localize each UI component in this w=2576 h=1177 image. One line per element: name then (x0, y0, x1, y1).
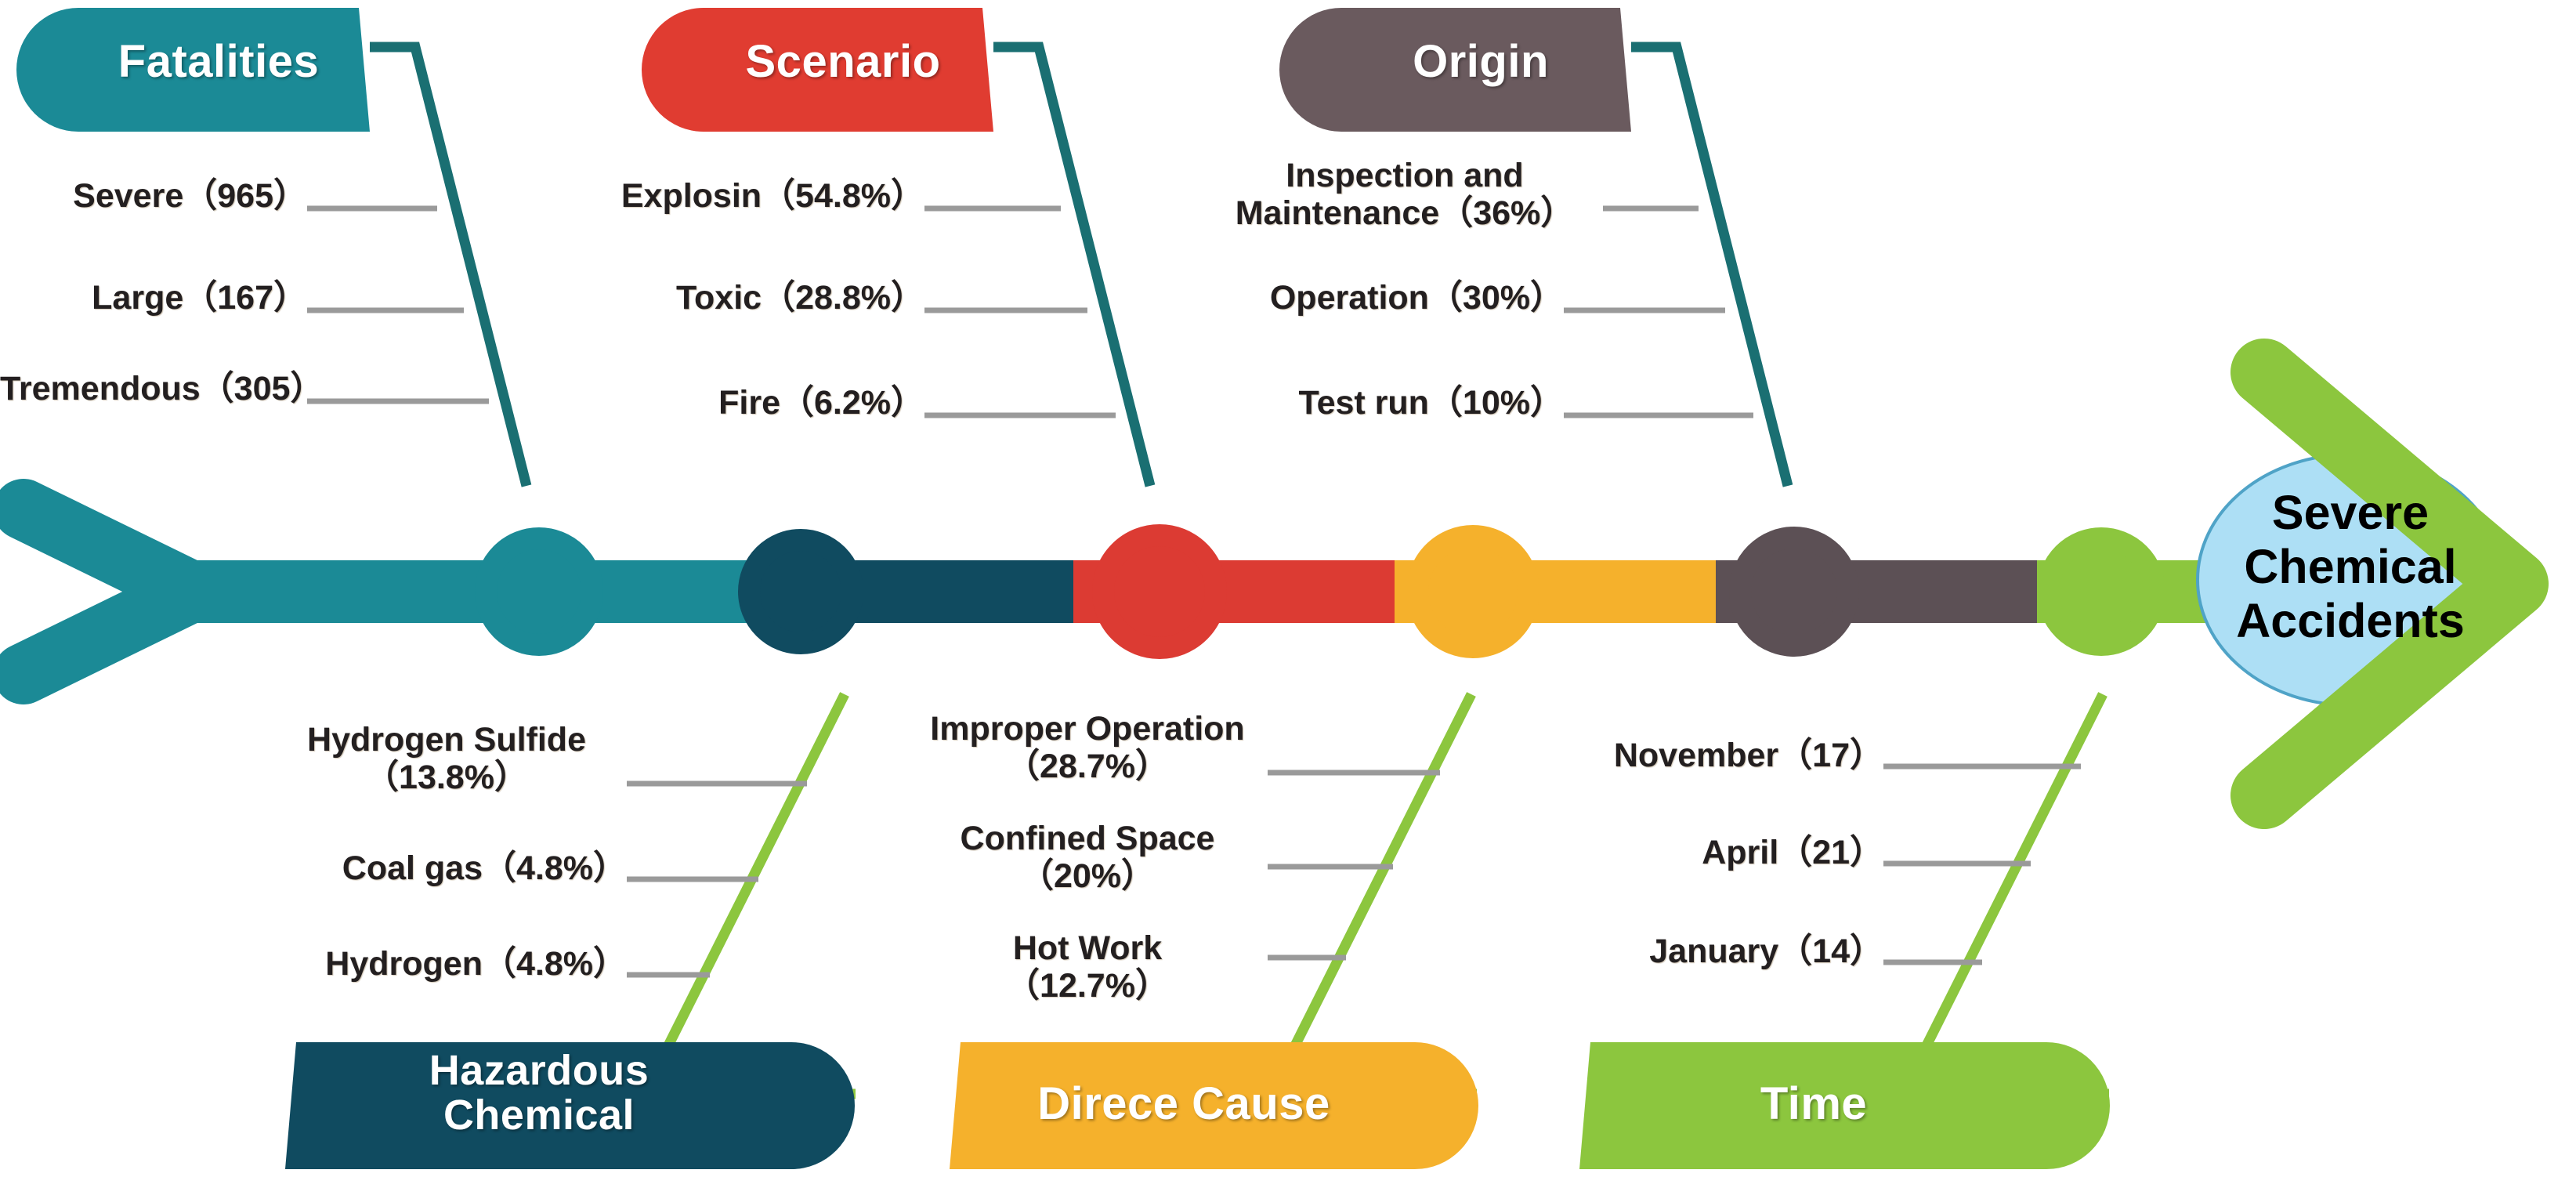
spine-nodes (475, 524, 2165, 659)
bone-label-toxic: Toxic（28.8%） (675, 279, 924, 317)
bone-label-hydrogen-sulfide: Hydrogen Sulfide （13.8%） (307, 721, 586, 797)
banner-shape-scenario (642, 8, 993, 132)
banner-shape-hazardous-chemical (285, 1042, 855, 1169)
branch-line-fatalities (370, 42, 532, 487)
bone-label-tremendous: Tremendous（305） (0, 370, 324, 407)
bone-label-inspection-maintenance: Inspection and Maintenance（36%） (1235, 157, 1575, 233)
branch-line-origin (1631, 42, 1793, 487)
fish-head (2196, 339, 2549, 829)
branch-line-hazardous-chemical (635, 692, 856, 1099)
bone-label-hot-work: Hot Work （12.7%） (1006, 929, 1169, 1005)
spine-node-2 (738, 529, 863, 654)
bone-label-fire: Fire（6.2%） (718, 384, 924, 422)
banner-shape-origin (1279, 8, 1631, 132)
connector-lines (307, 205, 2081, 978)
bone-label-november: November（17） (1613, 737, 1883, 774)
branch-line-time (1894, 692, 2109, 1099)
head-arrow-icon (2230, 339, 2549, 829)
top-branch-lines (370, 42, 1793, 487)
bone-label-operation: Operation（30%） (1269, 279, 1564, 317)
spine-node-5 (1729, 527, 1859, 657)
bone-label-april: April（21） (1702, 834, 1883, 871)
banner-shape-time (1579, 1042, 2110, 1169)
spine-node-4 (1406, 525, 1539, 658)
bone-label-hydrogen: Hydrogen（4.8%） (325, 945, 627, 983)
bone-label-large: Large（167） (92, 279, 307, 317)
branch-line-direce-cause (1262, 692, 1477, 1099)
top-banners (16, 8, 1631, 132)
banner-shape-direce-cause (950, 1042, 1478, 1169)
bottom-branch-lines (635, 692, 2109, 1099)
bottom-banners (285, 1042, 2110, 1169)
branch-line-scenario (993, 42, 1156, 487)
bone-label-improper-operation: Improper Operation （28.7%） (930, 710, 1245, 786)
bone-label-coal-gas: Coal gas（4.8%） (342, 849, 627, 887)
spine-node-1 (475, 527, 603, 656)
spine-node-6 (2037, 527, 2165, 656)
bone-label-confined-space: Confined Space （20%） (960, 820, 1215, 896)
bone-label-test-run: Test run（10%） (1298, 384, 1565, 422)
bone-label-explosin: Explosin（54.8%） (620, 177, 924, 215)
bone-label-severe: Severe（965） (73, 177, 307, 215)
bone-label-january: January（14） (1649, 933, 1883, 970)
banner-shape-fatalities (16, 8, 370, 132)
spine-node-3 (1092, 524, 1227, 659)
